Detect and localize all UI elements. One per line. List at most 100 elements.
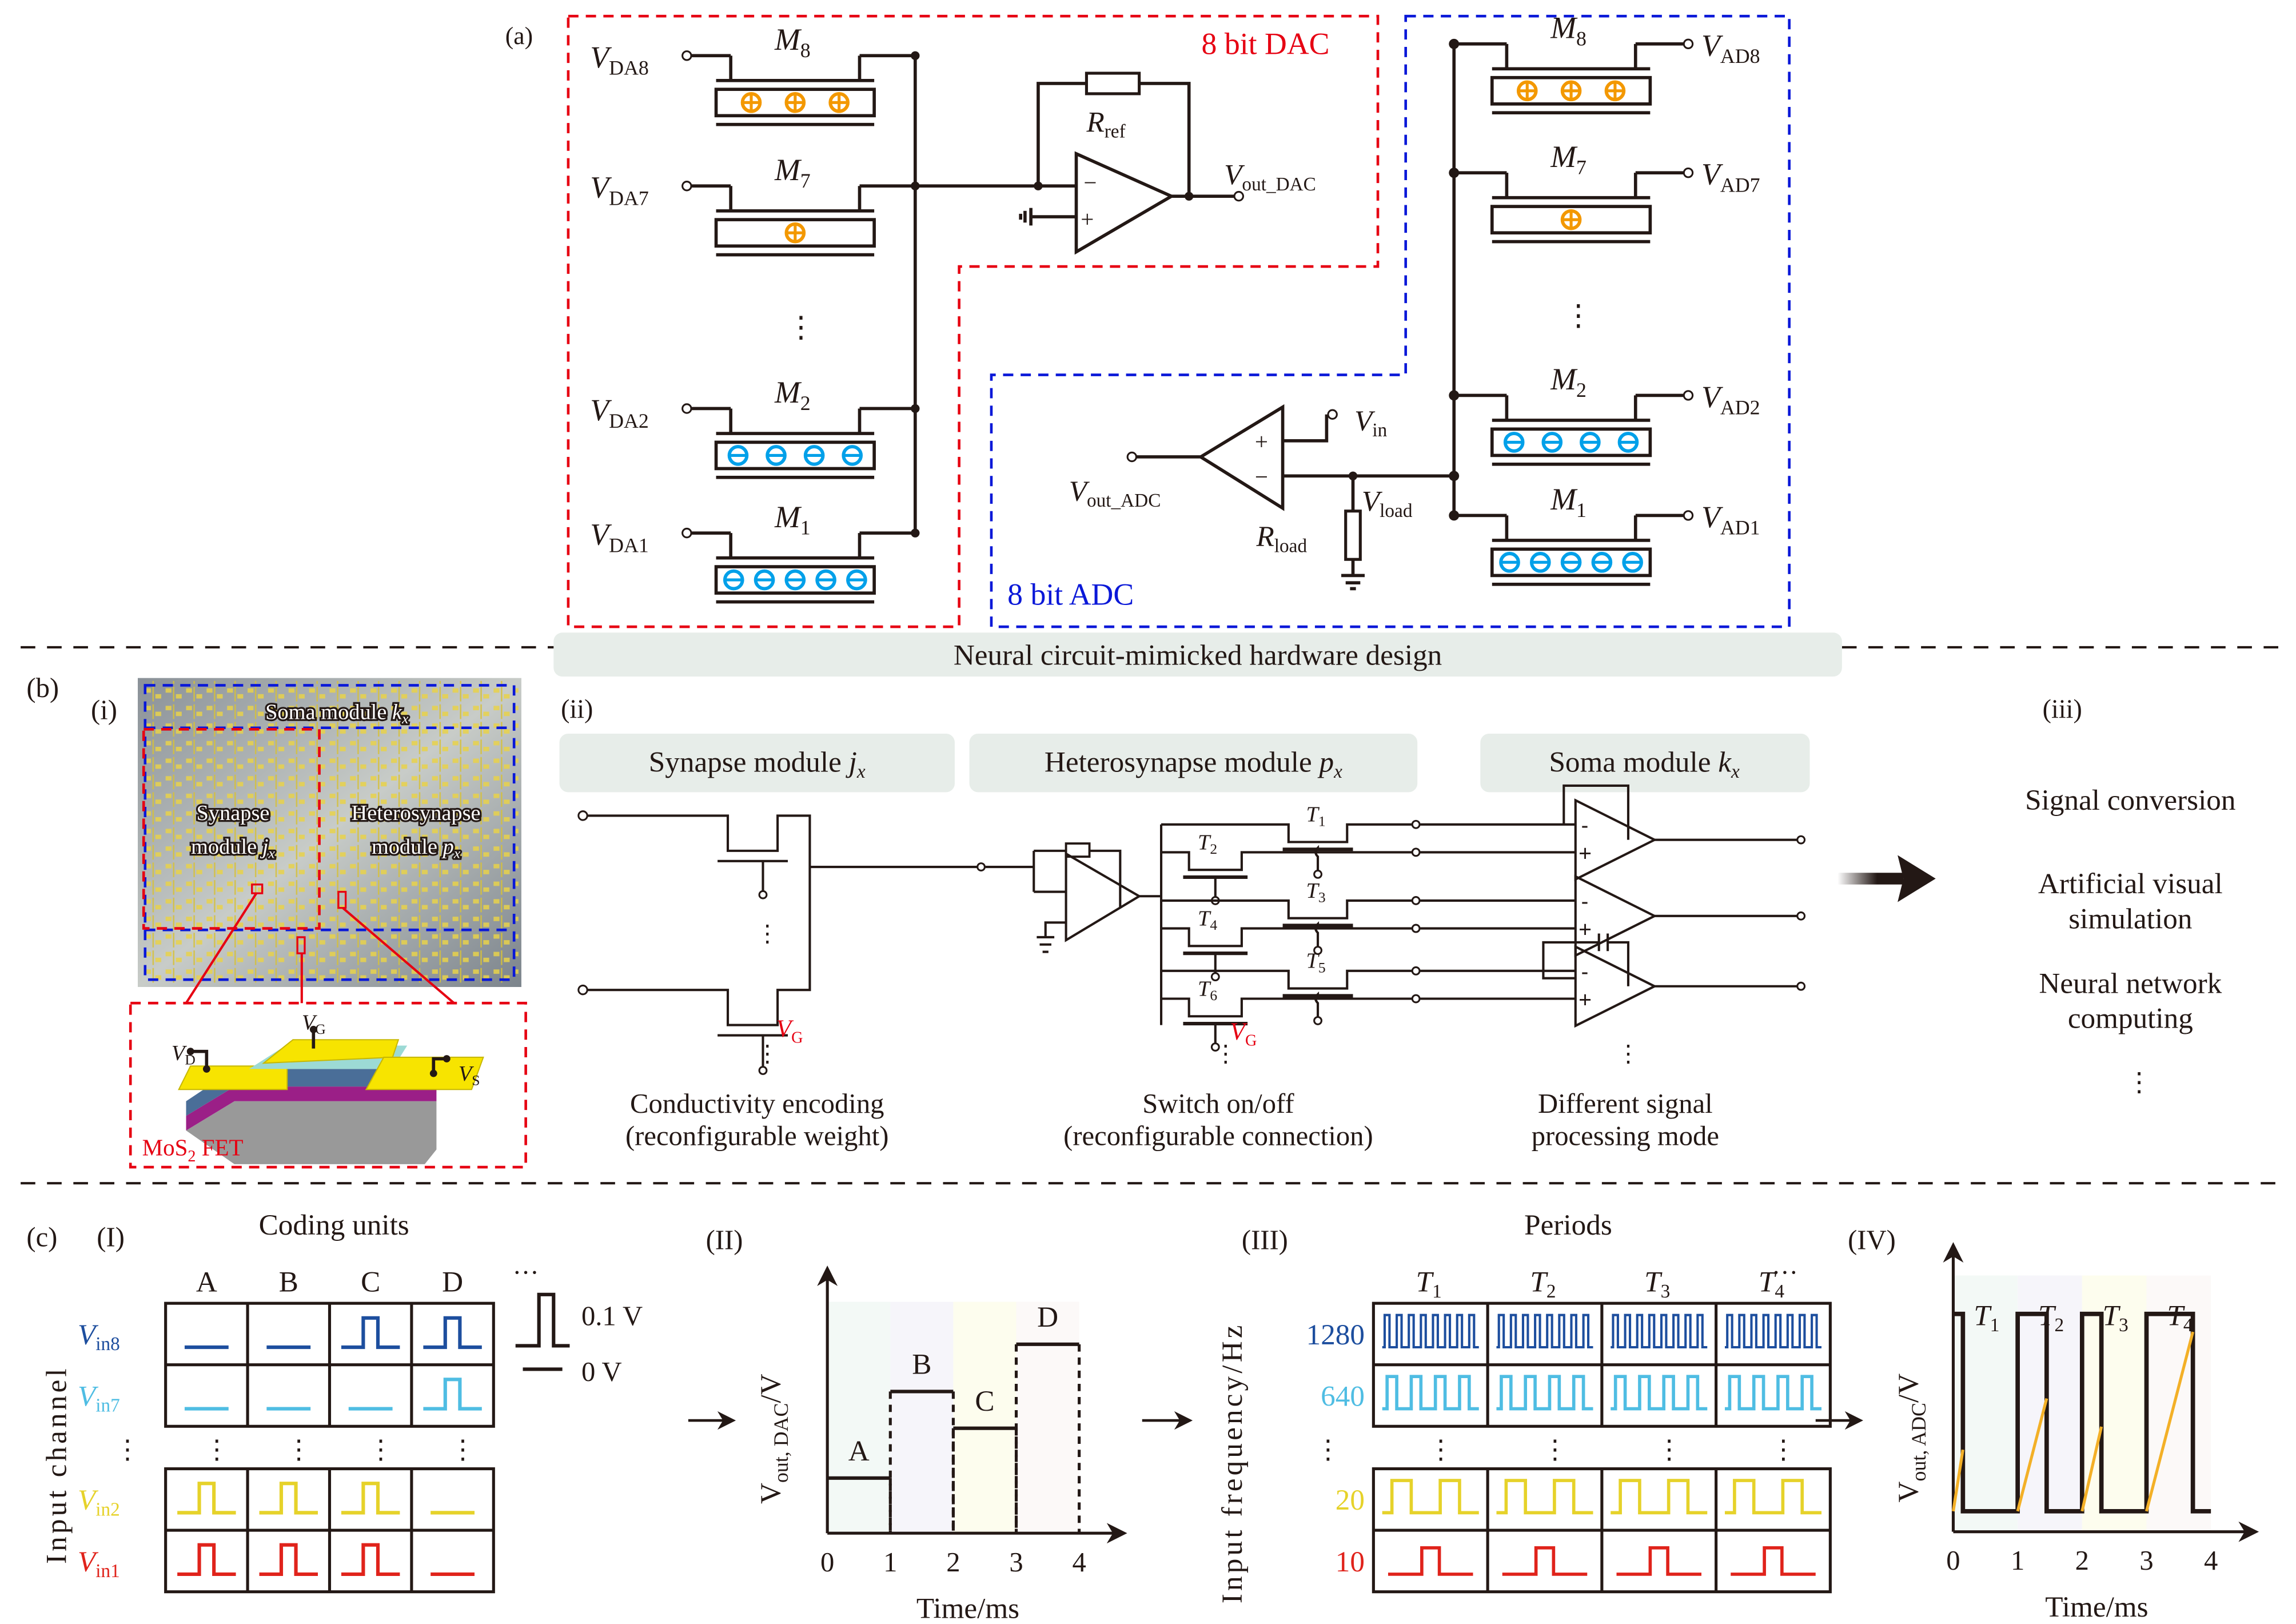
period-header: T2 xyxy=(1530,1266,1556,1302)
ellipsis: ⋮ xyxy=(1656,1435,1683,1464)
banner-box xyxy=(553,632,1842,677)
output-terminal xyxy=(1683,38,1694,50)
panel-b-iii-label: (iii) xyxy=(2043,694,2082,723)
period-header: T1 xyxy=(1416,1266,1442,1302)
output-terminal xyxy=(1683,167,1694,178)
memristor-label: M1 xyxy=(774,500,811,539)
svg-text:⋮: ⋮ xyxy=(1616,1041,1640,1067)
integration-ramp xyxy=(2145,1331,2195,1512)
hetero-opamp xyxy=(1065,851,1142,942)
chip-synapse-label: Synapse xyxy=(196,801,269,825)
frequency-waveform xyxy=(1496,1375,1593,1411)
soma-output-terminal xyxy=(1796,835,1806,845)
vd-label: VD xyxy=(172,1041,196,1068)
soma-opamp xyxy=(1574,945,1657,1028)
svg-text:+: + xyxy=(1255,428,1268,455)
vload-label: Vload xyxy=(1362,485,1413,522)
hetero-caption: Switch on/off xyxy=(1142,1088,1294,1119)
rload-label: Rload xyxy=(1256,520,1308,556)
frequency-waveform xyxy=(1616,1546,1702,1576)
frequency-waveform xyxy=(1731,1546,1816,1576)
adc-output-label: VAD2 xyxy=(1701,380,1760,419)
panel-b: (b) (i) Soma module kx Synapse module jx… xyxy=(26,672,2236,1169)
frequency-waveform xyxy=(1724,1479,1821,1515)
input-terminal xyxy=(681,181,692,192)
memristor-label: M7 xyxy=(774,153,811,192)
svg-text:−: − xyxy=(1255,464,1268,490)
panel-c-IV-label: (IV) xyxy=(1848,1224,1896,1255)
x-axis-title: Time/ms xyxy=(2045,1591,2148,1623)
pulse-high xyxy=(341,1316,400,1350)
svg-text:+: + xyxy=(1579,986,1592,1013)
period-label: T2 xyxy=(2038,1300,2064,1336)
adc-pulse-train xyxy=(1953,1311,2211,1514)
periods-title: Periods xyxy=(1524,1209,1612,1241)
synapse-vg-label: VG xyxy=(776,1015,803,1046)
svg-text:0.1 V: 0.1 V xyxy=(581,1301,643,1332)
svg-text:0 V: 0 V xyxy=(581,1356,622,1387)
vout-adc-label: Vout_ADC xyxy=(1069,475,1161,511)
panel-c-III-label: (III) xyxy=(1242,1224,1288,1255)
heterosynapse-circuit xyxy=(985,824,1163,1025)
ellipsis: ⋮ xyxy=(449,1435,476,1464)
svg-text:+: + xyxy=(1579,840,1592,866)
frequency-label: 1280 xyxy=(1306,1319,1365,1351)
transistor-label: T4 xyxy=(1198,906,1217,933)
memristor-label: M7 xyxy=(1550,140,1587,179)
x-tick-label: 4 xyxy=(2204,1545,2218,1576)
frequency-waveform xyxy=(1382,1313,1479,1349)
frequency-waveform xyxy=(1611,1479,1708,1515)
period-header: T4 xyxy=(1759,1266,1784,1302)
dac-row: VDA7 M7 xyxy=(590,153,920,257)
svg-text:-: - xyxy=(1581,890,1588,913)
column-header: A xyxy=(196,1266,217,1299)
input-terminal xyxy=(681,527,692,539)
panel-b-i-label: (i) xyxy=(91,694,117,725)
column-header: B xyxy=(279,1266,298,1299)
ground-icon xyxy=(1019,208,1033,226)
output-terminal xyxy=(1683,510,1694,521)
coding-legend: 0.1 V 0 V xyxy=(515,1292,643,1387)
frequency-waveform xyxy=(1382,1479,1479,1515)
frequency-label: 10 xyxy=(1336,1546,1365,1578)
segment-background xyxy=(1016,1301,1079,1534)
application-item: computing xyxy=(2068,1002,2193,1035)
integration-ramp xyxy=(2080,1426,2103,1512)
period-header: T3 xyxy=(1644,1266,1670,1302)
dac-input-label: VDA8 xyxy=(590,40,649,79)
svg-text:module px: module px xyxy=(372,835,461,862)
more-periods: ··· xyxy=(1772,1258,1798,1287)
svg-text:+: + xyxy=(1081,206,1094,232)
adc-ellipsis: ⋮ xyxy=(1564,300,1593,332)
pulse-high xyxy=(177,1543,236,1577)
memristor-label: M2 xyxy=(774,375,811,415)
frequency-waveform xyxy=(1611,1313,1708,1349)
application-item: Signal conversion xyxy=(2025,784,2235,817)
segment-background xyxy=(953,1301,1017,1534)
panel-a: (a) 8 bit DAC 8 bit ADC VDA8M8VDA7M7VDA2… xyxy=(505,11,1791,628)
channel-label: Vin7 xyxy=(78,1380,120,1416)
ellipsis: ⋮ xyxy=(1770,1435,1796,1464)
ground-icon xyxy=(1341,574,1365,591)
panel-a-label: (a) xyxy=(505,22,533,50)
adc-output-label: VAD7 xyxy=(1701,157,1760,197)
chip-hetero-label: Heterosynapse xyxy=(352,801,481,825)
svg-text:⋮: ⋮ xyxy=(756,1041,779,1067)
dac-input-label: VDA1 xyxy=(590,518,649,557)
application-item: simulation xyxy=(2068,903,2192,936)
segment-label: D xyxy=(1037,1301,1058,1334)
x-tick-label: 3 xyxy=(2139,1545,2153,1576)
frequency-label: 20 xyxy=(1336,1484,1365,1516)
dac-input-label: VDA7 xyxy=(590,170,649,210)
capacitor-icon xyxy=(1597,933,1609,952)
frequency-label: 640 xyxy=(1321,1380,1365,1412)
mos2-fet-inset: VD VG VS MoS2 FET xyxy=(129,1001,527,1169)
x-tick-label: 3 xyxy=(1009,1547,1023,1578)
period-background xyxy=(2146,1275,2211,1532)
channel-label: Vin2 xyxy=(78,1484,120,1520)
